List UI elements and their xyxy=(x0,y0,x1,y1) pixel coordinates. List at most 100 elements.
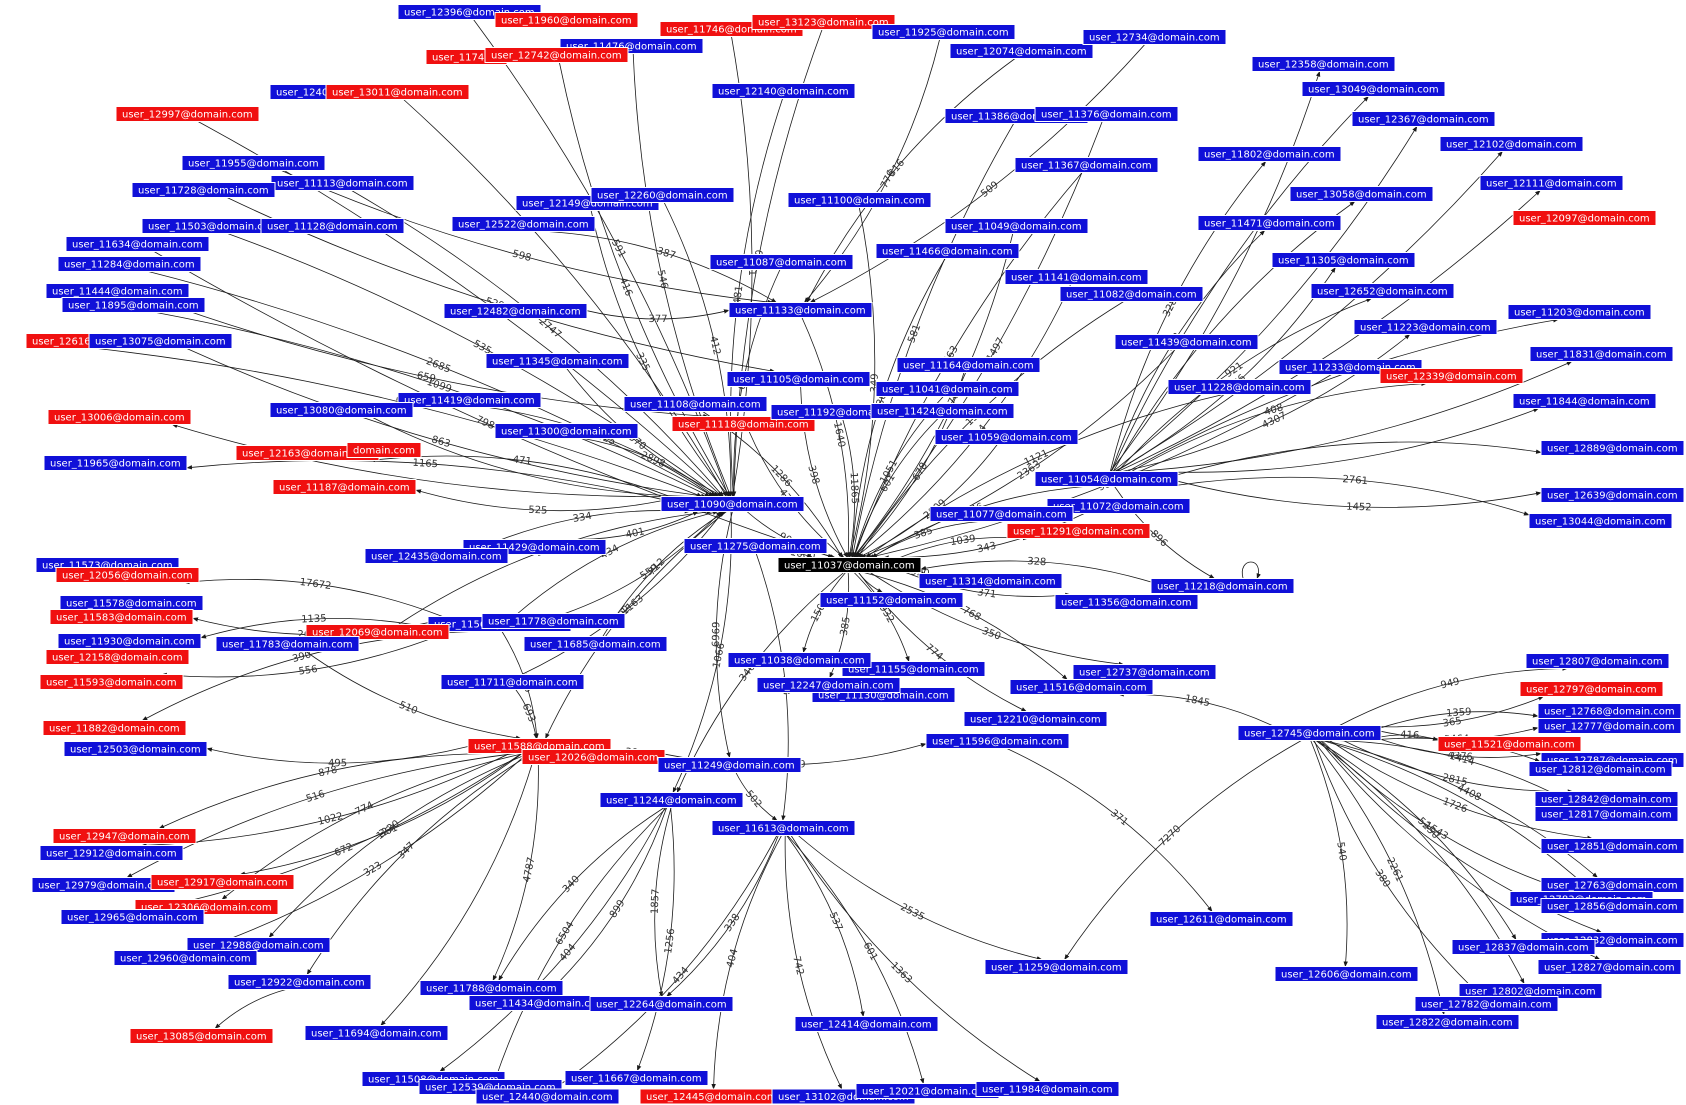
user-node[interactable]: user_12965@domain.com xyxy=(60,909,205,925)
user-node[interactable]: user_11223@domain.com xyxy=(1353,319,1498,335)
user-node[interactable]: user_11711@domain.com xyxy=(440,674,585,690)
user-node[interactable]: user_11439@domain.com xyxy=(1114,334,1259,350)
user-node[interactable]: user_12782@domain.com xyxy=(1414,996,1559,1012)
flagged-user-node[interactable]: user_12158@domain.com xyxy=(45,649,190,665)
user-node[interactable]: user_11087@domain.com xyxy=(709,254,854,270)
user-node[interactable]: user_12367@domain.com xyxy=(1351,111,1496,127)
user-node[interactable]: user_12358@domain.com xyxy=(1251,56,1396,72)
user-node[interactable]: user_12414@domain.com xyxy=(794,1016,939,1032)
flagged-user-node[interactable]: user_13011@domain.com xyxy=(325,84,470,100)
user-node[interactable]: user_11284@domain.com xyxy=(57,256,202,272)
user-node[interactable]: user_11305@domain.com xyxy=(1271,252,1416,268)
flagged-user-node[interactable]: user_12069@domain.com xyxy=(305,624,450,640)
flagged-user-node[interactable]: user_12797@domain.com xyxy=(1519,681,1664,697)
user-node[interactable]: user_12260@domain.com xyxy=(590,187,735,203)
user-node[interactable]: user_11082@domain.com xyxy=(1059,286,1204,302)
user-node[interactable]: user_11955@domain.com xyxy=(181,155,326,171)
user-node[interactable]: user_11596@domain.com xyxy=(925,733,1070,749)
user-node[interactable]: user_12734@domain.com xyxy=(1082,29,1227,45)
user-node[interactable]: user_12074@domain.com xyxy=(949,43,1094,59)
user-node[interactable]: user_11077@domain.com xyxy=(929,506,1074,522)
user-node[interactable]: user_11925@domain.com xyxy=(871,24,1016,40)
flagged-user-node[interactable]: user_13006@domain.com xyxy=(47,409,192,425)
user-node[interactable]: user_11090@domain.com xyxy=(660,496,805,512)
user-node[interactable]: user_11424@domain.com xyxy=(870,403,1015,419)
user-node[interactable]: user_12264@domain.com xyxy=(589,996,734,1012)
user-node[interactable]: user_12440@domain.com xyxy=(475,1088,620,1105)
user-node[interactable]: user_11314@domain.com xyxy=(918,573,1063,589)
user-node[interactable]: user_12827@domain.com xyxy=(1537,959,1682,975)
user-node[interactable]: user_11228@domain.com xyxy=(1167,379,1312,395)
user-node[interactable]: user_12777@domain.com xyxy=(1537,718,1682,734)
flagged-user-node[interactable]: user_11291@domain.com xyxy=(1006,523,1151,539)
flagged-user-node[interactable]: user_12997@domain.com xyxy=(115,106,260,122)
flagged-user-node[interactable]: user_11960@domain.com xyxy=(494,12,639,28)
user-node[interactable]: user_12807@domain.com xyxy=(1525,653,1670,669)
user-node[interactable]: user_11300@domain.com xyxy=(494,423,639,439)
user-node[interactable]: user_11694@domain.com xyxy=(304,1025,449,1041)
user-node[interactable]: user_12889@domain.com xyxy=(1540,440,1685,456)
user-node[interactable]: user_11345@domain.com xyxy=(485,353,630,369)
user-node[interactable]: user_11249@domain.com xyxy=(657,757,802,773)
user-node[interactable]: user_11667@domain.com xyxy=(564,1070,709,1086)
user-node[interactable]: user_12768@domain.com xyxy=(1537,703,1682,719)
user-node[interactable]: user_12922@domain.com xyxy=(227,974,372,990)
flagged-user-node[interactable]: user_11882@domain.com xyxy=(42,720,187,736)
flagged-user-node[interactable]: user_12917@domain.com xyxy=(150,874,295,890)
flagged-user-node[interactable]: user_11583@domain.com xyxy=(49,609,194,625)
user-node[interactable]: user_11831@domain.com xyxy=(1529,346,1674,362)
user-node[interactable]: user_12988@domain.com xyxy=(186,937,331,953)
user-node[interactable]: user_12522@domain.com xyxy=(451,216,596,232)
user-node[interactable]: user_11788@domain.com xyxy=(419,980,564,996)
user-node[interactable]: user_12912@domain.com xyxy=(39,845,184,861)
user-node[interactable]: user_13049@domain.com xyxy=(1301,81,1446,97)
user-node[interactable]: user_11128@domain.com xyxy=(260,218,405,234)
user-node[interactable]: user_11419@domain.com xyxy=(397,392,542,408)
user-node[interactable]: user_11376@domain.com xyxy=(1034,106,1179,122)
user-node[interactable]: user_13075@domain.com xyxy=(88,333,233,349)
user-node[interactable]: user_13058@domain.com xyxy=(1289,186,1434,202)
user-node[interactable]: user_12639@domain.com xyxy=(1540,487,1685,503)
flagged-user-node[interactable]: user_12445@domain.com xyxy=(639,1088,784,1105)
user-node[interactable]: user_11105@domain.com xyxy=(726,371,871,387)
user-node[interactable]: user_11054@domain.com xyxy=(1034,471,1179,487)
user-node[interactable]: user_11444@domain.com xyxy=(45,283,190,299)
user-node[interactable]: user_12435@domain.com xyxy=(364,548,509,564)
user-node[interactable]: user_12482@domain.com xyxy=(443,303,588,319)
user-node[interactable]: user_12606@domain.com xyxy=(1274,966,1419,982)
user-node[interactable]: user_12652@domain.com xyxy=(1310,283,1455,299)
user-node[interactable]: user_11685@domain.com xyxy=(523,636,668,652)
user-node[interactable]: user_11041@domain.com xyxy=(875,381,1020,397)
user-node[interactable]: user_11895@domain.com xyxy=(61,297,206,313)
user-node[interactable]: user_11728@domain.com xyxy=(131,182,276,198)
user-node[interactable]: user_11965@domain.com xyxy=(43,455,188,471)
user-node[interactable]: user_12822@domain.com xyxy=(1375,1014,1520,1030)
flagged-user-node[interactable]: user_12056@domain.com xyxy=(55,567,200,583)
user-node[interactable]: user_12102@domain.com xyxy=(1439,136,1584,152)
user-node[interactable]: user_12745@domain.com xyxy=(1237,725,1382,741)
flagged-user-node[interactable]: user_13085@domain.com xyxy=(129,1028,274,1044)
user-node[interactable]: user_11466@domain.com xyxy=(875,243,1020,259)
user-node[interactable]: user_12611@domain.com xyxy=(1149,911,1294,927)
user-node[interactable]: user_12842@domain.com xyxy=(1534,791,1679,807)
user-node[interactable]: user_12837@domain.com xyxy=(1451,939,1596,955)
user-node[interactable]: user_11503@domain.com xyxy=(141,218,286,234)
user-node[interactable]: user_12247@domain.com xyxy=(756,677,901,693)
user-node[interactable]: user_11218@domain.com xyxy=(1150,578,1295,594)
flagged-user-node[interactable]: user_11187@domain.com xyxy=(272,479,417,495)
user-node[interactable]: user_11133@domain.com xyxy=(728,302,873,318)
flagged-user-node[interactable]: user_12742@domain.com xyxy=(484,47,629,63)
focus-user-node[interactable]: user_11037@domain.com xyxy=(777,557,922,573)
user-node[interactable]: user_11516@domain.com xyxy=(1009,679,1154,695)
user-node[interactable]: user_11100@domain.com xyxy=(787,192,932,208)
user-node[interactable]: user_12763@domain.com xyxy=(1540,877,1685,893)
user-node[interactable]: user_11802@domain.com xyxy=(1197,146,1342,162)
user-node[interactable]: user_11634@domain.com xyxy=(65,236,210,252)
user-node[interactable]: user_12812@domain.com xyxy=(1528,761,1673,777)
user-node[interactable]: user_11356@domain.com xyxy=(1054,594,1199,610)
user-node[interactable]: user_13044@domain.com xyxy=(1528,513,1673,529)
user-node[interactable]: user_11930@domain.com xyxy=(57,633,202,649)
flagged-user-node[interactable]: user_12097@domain.com xyxy=(1512,210,1657,226)
user-node[interactable]: user_12210@domain.com xyxy=(963,711,1108,727)
user-node[interactable]: user_12802@domain.com xyxy=(1458,983,1603,999)
